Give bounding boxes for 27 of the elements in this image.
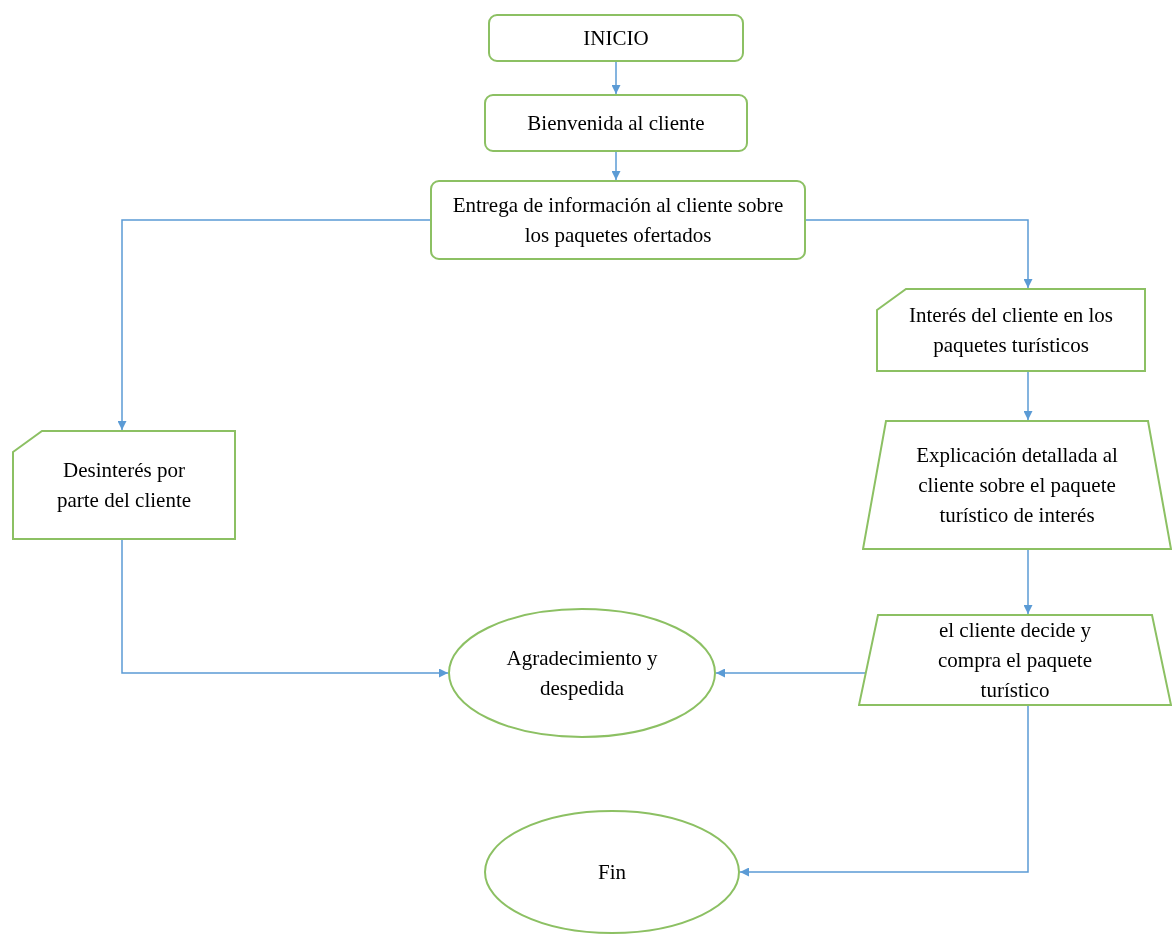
card-shape: [876, 288, 1146, 372]
card-shape: [12, 430, 236, 540]
arrow: [117, 219, 431, 431]
terminal-ellipse: [484, 810, 740, 934]
arrow: [611, 151, 621, 181]
node-label: Explicación detallada al cliente sobre el paquete turístico de interés: [915, 442, 1119, 529]
node-label: el cliente decide y compra el paquete turístico: [937, 617, 1093, 704]
trapezoid-box: [862, 420, 1172, 550]
terminal-ellipse: [448, 608, 716, 738]
arrow: [121, 539, 449, 678]
node-label: Bienvenida al cliente: [527, 110, 705, 137]
arrow: [1023, 371, 1033, 421]
arrow: [805, 219, 1033, 289]
node-label: Desinterés por parte del cliente: [55, 457, 193, 514]
node-label: Interés del cliente en los paquetes turísticos: [907, 302, 1115, 359]
arrow: [611, 61, 621, 95]
arrow: [739, 705, 1029, 877]
process-box: [484, 94, 748, 152]
node-label: Agradecimiento y despedida: [505, 645, 659, 702]
process-box: [488, 14, 744, 62]
process-box: [430, 180, 806, 260]
node-label: INICIO: [583, 25, 649, 52]
node-label: Fin: [598, 859, 626, 886]
arrow: [715, 668, 866, 678]
node-label: Entrega de información al cliente sobre los paquetes ofertados: [451, 192, 785, 249]
arrow: [1023, 549, 1033, 615]
trapezoid-box: [858, 614, 1172, 706]
